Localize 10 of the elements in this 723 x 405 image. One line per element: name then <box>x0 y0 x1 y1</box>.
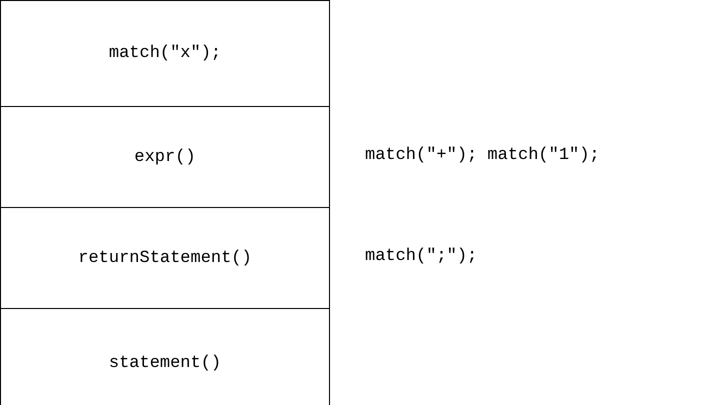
stack-frame <box>0 207 330 309</box>
code-text: match("+"); match("1"); <box>365 146 600 165</box>
code-text: match("x"); <box>108 44 222 63</box>
code-text: match(";"); <box>365 247 478 266</box>
code-text: statement() <box>108 354 222 372</box>
code-text: returnStatement() <box>78 248 252 268</box>
code-text: expr() <box>134 148 196 166</box>
stack-frame <box>0 308 330 405</box>
stack-frame <box>0 0 330 107</box>
stack-frame <box>0 106 330 208</box>
